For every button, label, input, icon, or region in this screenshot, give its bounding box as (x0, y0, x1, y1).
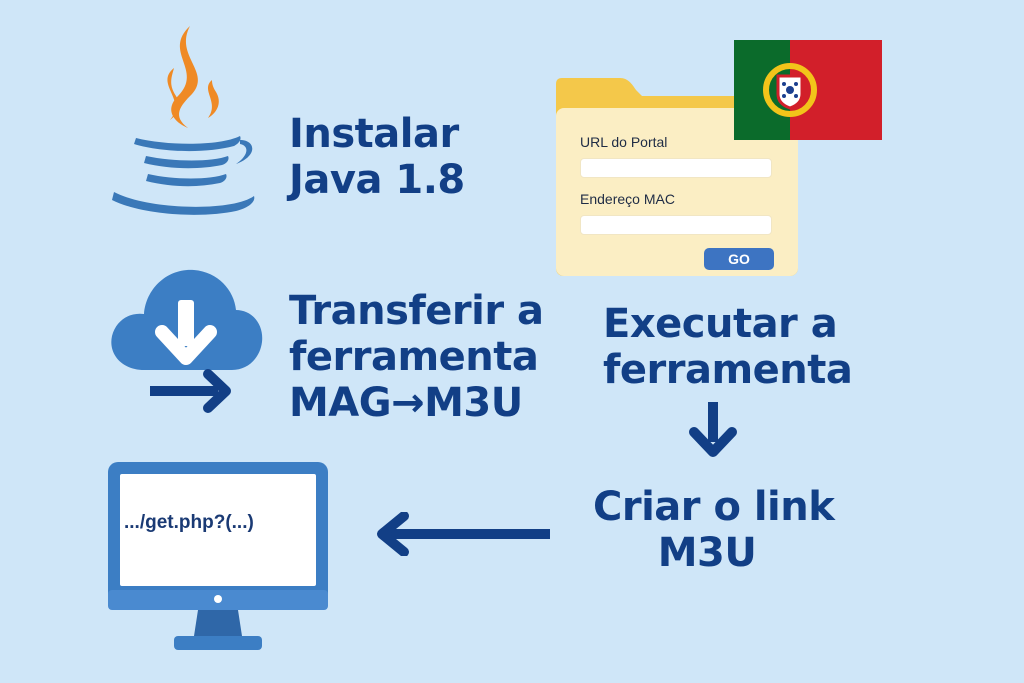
step-run-tool-line2: ferramenta (603, 347, 853, 393)
step-download-tool-line3: MAG→M3U (289, 380, 523, 426)
portal-url-label: URL do Portal (580, 134, 668, 150)
arrow-down-icon (689, 402, 737, 457)
portugal-flag-icon (734, 40, 882, 140)
mac-address-label: Endereço MAC (580, 191, 675, 207)
step-create-link-line1: Criar o link (593, 484, 835, 530)
step-create-link-line2: M3U (657, 530, 757, 576)
portal-url-input[interactable] (580, 158, 772, 178)
monitor-icon (108, 462, 328, 650)
step-install-java-line1: Instalar (289, 111, 459, 157)
step-download-tool-line1: Transferir a (289, 288, 544, 334)
cloud-download-icon (111, 269, 263, 413)
step-download-tool-line2: ferramenta (289, 334, 539, 380)
step-create-link: Criar o link M3U (593, 484, 835, 576)
arrow-left-icon (377, 512, 550, 556)
step-run-tool-line1: Executar a (603, 301, 838, 347)
step-download-tool: Transferir a ferramenta MAG→M3U (289, 288, 544, 426)
mac-address-input[interactable] (580, 215, 772, 235)
go-button[interactable]: GO (704, 248, 774, 270)
step-run-tool: Executar a ferramenta (603, 301, 853, 393)
java-icon (112, 26, 255, 215)
step-install-java: Instalar Java 1.8 (289, 111, 465, 203)
step-install-java-line2: Java 1.8 (289, 157, 465, 203)
monitor-screen-text: .../get.php?(...) (124, 512, 254, 533)
